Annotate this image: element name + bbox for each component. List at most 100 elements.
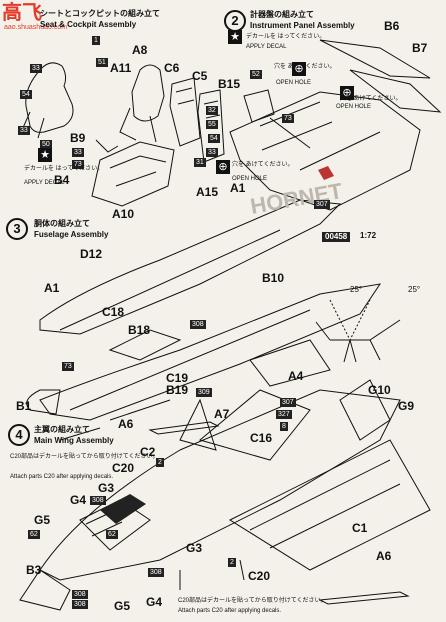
decal-8: 8 bbox=[280, 422, 288, 431]
decal-308d: 308 bbox=[72, 600, 88, 609]
open-hole-icon-2: ⊕ bbox=[340, 86, 354, 100]
open-hole-note-2-en: OPEN HOLE bbox=[336, 104, 372, 110]
decal-33c: 33 bbox=[72, 148, 84, 157]
decal-308a: 308 bbox=[190, 320, 206, 329]
open-hole-note-2-jp: 穴を あけてください。 bbox=[340, 96, 402, 102]
part-a1-top: A1 bbox=[230, 181, 246, 195]
step3-title-en: Fuselage Assembly bbox=[34, 230, 109, 239]
wing-c1 bbox=[228, 439, 431, 571]
part-a6: A6 bbox=[118, 417, 134, 431]
open-hole-note-3-en: OPEN HOLE bbox=[232, 176, 268, 182]
decal-309: 309 bbox=[196, 388, 212, 397]
part-a8: A8 bbox=[132, 43, 148, 57]
step2-title-en: Instrument Panel Assembly bbox=[250, 21, 355, 30]
part-a1: A1 bbox=[44, 281, 60, 295]
missile-a6-top bbox=[148, 421, 220, 435]
apply-decal-note-2-en: APPLY DECAL bbox=[246, 44, 287, 50]
open-hole-icon-3: ⊕ bbox=[216, 160, 230, 174]
decal-50: 50 bbox=[40, 140, 52, 149]
part-c20: C20 bbox=[112, 461, 135, 475]
decal-red-marking bbox=[318, 166, 334, 180]
vertical-fin bbox=[179, 398, 217, 451]
step2-number: 2 bbox=[224, 10, 246, 32]
decal-2a: 2 bbox=[156, 458, 164, 467]
scale-badge-scale: 1:72 bbox=[360, 231, 377, 240]
part-b19: B19 bbox=[166, 383, 189, 397]
decal-62b: 62 bbox=[106, 530, 118, 539]
decal-327: 327 bbox=[276, 410, 292, 419]
decal-308c: 308 bbox=[148, 568, 164, 577]
panel-b7 bbox=[349, 69, 442, 113]
step3-number: 3 bbox=[6, 218, 28, 240]
step4-number: 4 bbox=[8, 424, 30, 446]
decal-55: 55 bbox=[206, 120, 218, 129]
decal-307a: 307 bbox=[314, 200, 330, 209]
c20-note-bottom-jp: C20部品はデカールを貼ってから取り付けてください。 bbox=[178, 598, 327, 604]
part-b3: B3 bbox=[26, 563, 42, 577]
decal-308e: 308 bbox=[72, 590, 88, 599]
part-c18: C18 bbox=[102, 305, 125, 319]
missile-a6 bbox=[318, 591, 410, 605]
cockpit-detail bbox=[100, 494, 146, 524]
part-a15: A15 bbox=[196, 185, 219, 199]
apply-decal-star-icon-2: ★ bbox=[228, 30, 242, 44]
part-g10: G10 bbox=[368, 383, 391, 397]
pilot-figure bbox=[25, 62, 74, 133]
decal-33d: 33 bbox=[206, 148, 218, 157]
part-c1: C1 bbox=[352, 521, 368, 535]
part-a7: A7 bbox=[214, 407, 230, 421]
seat-c6 bbox=[169, 77, 201, 147]
part-g5: G5 bbox=[34, 513, 51, 527]
angle-left: 25° bbox=[350, 285, 363, 294]
part-b9: B9 bbox=[70, 131, 86, 145]
step3-title-jp: 胴体の組み立て bbox=[34, 219, 90, 228]
part-b4: B4 bbox=[54, 173, 70, 187]
decal-307b: 307 bbox=[280, 398, 296, 407]
part-c20b: C20 bbox=[248, 569, 271, 583]
part-b15: B15 bbox=[218, 77, 241, 91]
step1-title-en: Seat & Cockpit Assembly bbox=[40, 20, 137, 29]
scale-badge-number: 00458 bbox=[322, 232, 351, 242]
seat-c5 bbox=[197, 89, 225, 163]
fuselage-lower bbox=[39, 283, 382, 421]
apply-decal-note-1-en: APPLY DECAL bbox=[24, 180, 65, 186]
decal-1: 1 bbox=[92, 36, 100, 45]
part-b1: B1 bbox=[16, 399, 32, 413]
open-hole-note-1-jp: 穴を あけてください。 bbox=[274, 64, 336, 70]
apply-decal-note-1-jp: デカールを はってください。 bbox=[24, 166, 104, 172]
decal-73a: 73 bbox=[72, 160, 84, 169]
part-c2: C2 bbox=[140, 445, 156, 459]
part-d12: D12 bbox=[80, 247, 103, 261]
decal-73b: 73 bbox=[282, 114, 294, 123]
fuselage-upper bbox=[39, 199, 342, 335]
open-hole-note-3-jp: 穴を あけてください。 bbox=[232, 162, 294, 168]
stabilator-a7 bbox=[198, 389, 311, 461]
step2-title-jp: 計器盤の組み立て bbox=[250, 10, 314, 19]
cockpit-assembly bbox=[108, 329, 182, 361]
part-g4: G4 bbox=[70, 493, 87, 507]
decal-62a: 62 bbox=[28, 530, 40, 539]
main-fuselage-lower bbox=[39, 389, 401, 581]
part-g5b: G5 bbox=[114, 599, 131, 613]
part-b10: B10 bbox=[262, 271, 285, 285]
c20-note-top-en: Attach parts C20 after applying decals. bbox=[10, 474, 114, 480]
decal-33a: 33 bbox=[30, 64, 42, 73]
part-c19: C19 bbox=[166, 371, 189, 385]
angle-right: 25° bbox=[408, 285, 421, 294]
step4-title-en: Main Wing Assembly bbox=[34, 436, 114, 445]
open-hole-note-1-en: OPEN HOLE bbox=[276, 80, 312, 86]
part-g9: G9 bbox=[398, 399, 415, 413]
c20-note-top-jp: C20部品はデカールを貼ってから取り付けてください。 bbox=[10, 454, 159, 460]
apply-decal-note-2-jp: デカールを はってください。 bbox=[246, 34, 326, 40]
nose-cone-b3 bbox=[19, 569, 71, 611]
part-b6: B6 bbox=[384, 19, 400, 33]
front-view-sketch bbox=[315, 319, 401, 363]
panel-b6 bbox=[319, 39, 431, 79]
nose-b1 bbox=[26, 389, 61, 415]
decal-2b: 2 bbox=[228, 558, 236, 567]
decal-54b: 54 bbox=[208, 134, 220, 143]
part-c5: C5 bbox=[192, 69, 208, 83]
decal-54a: 54 bbox=[20, 90, 32, 99]
part-g3: G3 bbox=[98, 481, 115, 495]
